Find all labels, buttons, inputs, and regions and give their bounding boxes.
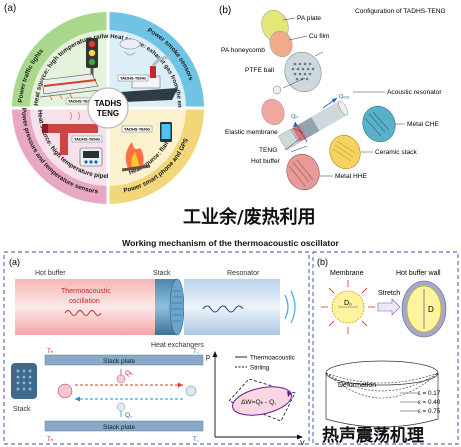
label-th-bottom: Tₕ <box>47 437 54 443</box>
ptfe-ball <box>272 85 282 95</box>
train-icon <box>39 73 101 101</box>
elastic-membrane-disc <box>261 98 285 126</box>
label-stack-plate-bottom: Stack plate <box>103 424 136 431</box>
panel-bb-label: (b) <box>317 257 328 267</box>
panel-bb-membrane: (b) Membrane Hot buffer wall D₀ Stretch … <box>312 251 459 445</box>
label-work-equation: ΔW=Qₕ - Q꜀ <box>241 399 277 406</box>
hot-buffer-wall-ring <box>401 280 447 338</box>
q1-teng-tag: TADHS-TENG <box>68 99 94 104</box>
label-q-out: Qₒᵤₜ <box>339 94 350 100</box>
panel-a-label: (a) <box>4 3 17 14</box>
bottom-section-title: Working mechanism of the thermoacoustic … <box>122 238 339 248</box>
metal-che-disc <box>362 105 396 143</box>
q4-teng-tag: TADHS-TENG <box>124 127 150 132</box>
label-q-in: Qᵢₙ <box>291 114 299 120</box>
label-th-top: Tₕ <box>47 349 54 355</box>
smart-phone-icon <box>160 122 172 142</box>
legend-stirling: Stirling <box>250 365 270 372</box>
label-pa-plate: PA plate <box>297 15 321 22</box>
label-thermo-osc-1: Thermoacoustic <box>61 288 111 295</box>
label-hot-buffer-wall: Hot buffer wall <box>396 270 441 277</box>
resonator-tube <box>184 279 280 335</box>
label-hot-buffer: Hot buffer <box>35 270 66 277</box>
label-pa-honeycomb: PA honeycomb <box>221 47 265 54</box>
label-metal-che: Metal CHE <box>407 121 439 128</box>
label-stack-detail: Stack <box>13 406 31 413</box>
stack-plate-top <box>44 354 204 366</box>
membrane-circle <box>321 280 375 334</box>
label-tc-bottom: T꜀ <box>193 437 199 443</box>
label-qc: Q꜀ <box>125 412 132 419</box>
label-cu-film: Cu film <box>309 33 330 40</box>
chinese-caption-bottom: 热声震荡机理 <box>322 426 424 446</box>
label-qh: Qₕ <box>125 370 133 377</box>
center-title-line1: TADHS <box>95 99 123 108</box>
label-tc-top: T꜀ <box>193 349 199 355</box>
panel-b-label: (b) <box>219 5 231 16</box>
label-ceramic-stack: Ceramic stack <box>375 149 417 156</box>
label-thermo-osc-2: oscillation <box>69 298 100 305</box>
stack-plate-bottom <box>44 420 204 432</box>
label-stack-plate-top: Stack plate <box>103 358 136 365</box>
panel-a-circle-diagram: Power traffic lights Heat source: high t… <box>0 0 204 204</box>
panel-b-title: Configuration of TADHS-TENG <box>355 8 446 15</box>
pv-diagram <box>212 351 303 440</box>
pa-honeycomb-disc <box>284 51 322 93</box>
label-eps2: ε = 0.40 <box>418 399 441 406</box>
smoke-sensor-icon <box>119 38 141 56</box>
center-title-line2: TENG <box>97 109 119 118</box>
label-resonator: Resonator <box>227 270 260 277</box>
deformation-profiles <box>325 360 439 428</box>
panel-bb-frame <box>312 251 459 445</box>
label-hot-buffer: Hot buffer <box>251 158 281 165</box>
pv-axis-p: p <box>206 354 210 361</box>
label-d0: D₀ <box>344 300 352 307</box>
panel-b-configuration: (b) Configuration of TADHS-TENG PA plate… <box>219 5 446 191</box>
sensor-gauge-icon <box>79 147 103 167</box>
label-stack-top: Stack <box>153 270 171 277</box>
panel-ba-mechanism: (a) Hot buffer Stack Resonator Thermoaco… <box>3 251 310 445</box>
pipeline-icon <box>42 111 98 155</box>
legend-thermoacoustic: Thermoacoustic <box>250 355 295 362</box>
label-membrane: Membrane <box>330 270 364 277</box>
panel-ba-frame <box>3 251 310 445</box>
flame-icon <box>121 142 151 172</box>
panel-ba-label: (a) <box>9 257 20 267</box>
label-stretch: Stretch <box>378 290 400 297</box>
stretch-arrow-icon <box>377 298 401 316</box>
label-heat-exchangers: Heat exchangers <box>151 342 204 349</box>
tadhs-teng-tube <box>278 100 349 151</box>
cu-film-disc <box>269 30 293 58</box>
label-acoustic-resonator: Acoustic resonator <box>387 89 442 96</box>
q2-teng-tag: TADHS-TENG <box>120 76 146 81</box>
hot-buffer-tube <box>15 279 155 335</box>
label-ptfe-ball: PTFE ball <box>245 67 274 74</box>
center-hub <box>87 87 129 129</box>
label-deformation: Deformation <box>338 382 376 389</box>
gas-parcel-cold <box>185 385 197 397</box>
stack-detail-icon <box>11 363 37 399</box>
metal-hhe-disc <box>286 153 320 191</box>
label-teng: TENG <box>259 147 277 154</box>
label-eps3: ε = 0.75 <box>418 408 441 415</box>
label-eps1: ε = 0.17 <box>418 390 441 397</box>
chinese-caption-top: 工业余/废热利用 <box>183 207 316 228</box>
label-metal-hhe: Metal HHE <box>335 173 367 180</box>
gas-parcel-hot <box>57 383 73 399</box>
pv-axis-v: V <box>300 440 305 445</box>
label-elastic-membrane: Elastic membrane <box>225 129 278 136</box>
ceramic-stack-disc <box>329 134 361 170</box>
q3-teng-tag: TADHS-TENG <box>74 137 100 142</box>
label-d: D <box>428 305 434 314</box>
